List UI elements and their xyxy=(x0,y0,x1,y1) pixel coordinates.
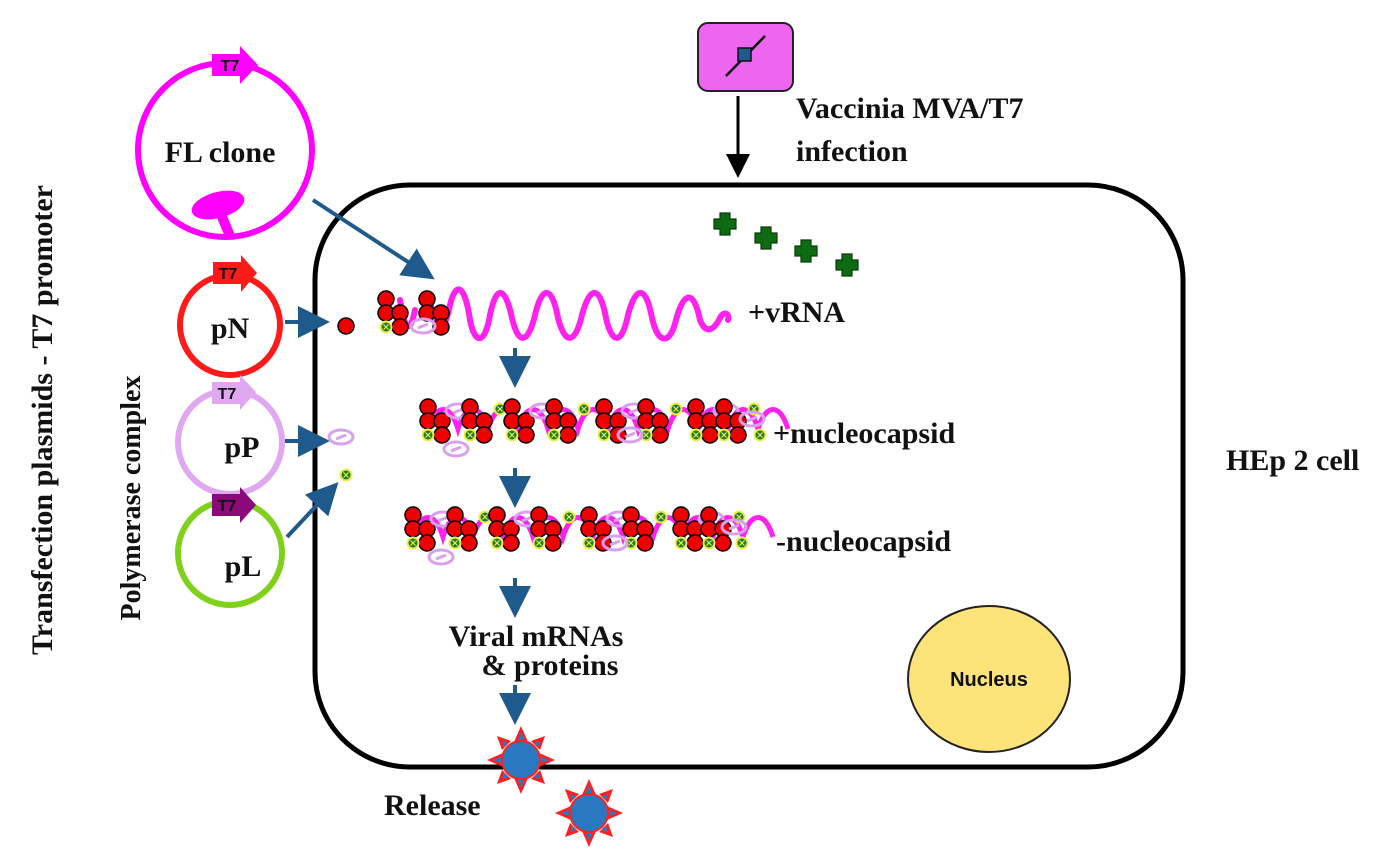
n-protein-icon xyxy=(559,426,577,444)
polymerase-complex-label: Polymerase complex xyxy=(116,376,147,621)
l-protein-icon xyxy=(338,467,354,483)
n-protein-icon xyxy=(729,426,747,444)
t7-promoter-icon: T7 xyxy=(212,487,256,523)
nucleus xyxy=(907,605,1071,753)
l-protein-icon xyxy=(688,427,704,443)
n-protein-icon xyxy=(651,426,669,444)
t7-polymerase-icon xyxy=(754,226,778,250)
negative-nucleocapsid-label: -nucleocapsid xyxy=(776,525,951,558)
virion-icon xyxy=(554,778,624,848)
t7-polymerase-icon xyxy=(713,212,737,236)
vaccinia-label-line2: infection xyxy=(796,135,908,168)
svg-text:T7: T7 xyxy=(221,58,240,75)
l-protein-icon xyxy=(596,427,612,443)
l-protein-icon xyxy=(447,535,463,551)
n-protein-icon xyxy=(636,534,654,552)
l-protein-icon xyxy=(752,427,768,443)
positive-nucleocapsid xyxy=(419,398,791,458)
svg-text:T7: T7 xyxy=(218,386,237,403)
t7-polymerase-icon xyxy=(835,253,859,277)
l-protein-icon xyxy=(561,509,577,525)
n-protein-icon xyxy=(544,534,562,552)
fl-clone-label: FL clone xyxy=(165,136,276,169)
t7-promoter-icon: T7 xyxy=(212,46,258,84)
hep2-cell-membrane xyxy=(312,182,1186,770)
t7-promoter-icon: T7 xyxy=(213,255,257,292)
vrna-label: +vRNA xyxy=(748,296,845,329)
mrna-label-line2: & proteins xyxy=(482,649,619,682)
fl-clone-plasmid: T7 FL clone xyxy=(135,46,315,240)
fl-clone-arrow xyxy=(311,198,435,280)
pl-label: pL xyxy=(225,550,262,583)
l-protein-icon xyxy=(576,401,592,417)
l-protein-icon xyxy=(546,427,562,443)
n-protein-icon xyxy=(502,534,520,552)
pp-plasmid: T7 pP xyxy=(175,375,285,497)
p-protein-icon xyxy=(427,548,455,566)
positive-nucleocapsid-label: +nucleocapsid xyxy=(773,417,955,450)
p-protein-icon xyxy=(327,428,355,446)
n-protein-icon xyxy=(337,317,355,335)
l-protein-icon xyxy=(462,427,478,443)
l-protein-icon xyxy=(673,535,689,551)
virion-icon xyxy=(486,725,556,795)
pp-label: pP xyxy=(224,431,259,464)
n-protein-icon xyxy=(460,534,478,552)
n-protein-icon xyxy=(475,426,493,444)
l-protein-icon xyxy=(581,535,597,551)
mrna-label-line1: Viral mRNAs xyxy=(449,620,624,653)
l-protein-icon xyxy=(489,535,505,551)
l-protein-icon xyxy=(734,535,750,551)
l-protein-icon xyxy=(716,427,732,443)
vaccinia-virus-icon xyxy=(697,22,794,92)
negative-nucleocapsid xyxy=(404,506,776,566)
n-protein-icon xyxy=(686,534,704,552)
t7-polymerase-icon xyxy=(794,239,818,263)
l-protein-icon xyxy=(405,535,421,551)
pl-arrow xyxy=(285,482,339,539)
l-protein-icon xyxy=(701,535,717,551)
vaccinia-label-line1: Vaccinia MVA/T7 xyxy=(796,92,1024,125)
n-protein-icon xyxy=(701,426,719,444)
p-protein-icon xyxy=(442,440,470,458)
nucleus-label: Nucleus xyxy=(950,669,1028,691)
t7-promoter-icon: T7 xyxy=(212,375,256,410)
n-protein-icon xyxy=(418,534,436,552)
n-protein-icon xyxy=(714,534,732,552)
svg-text:T7: T7 xyxy=(218,498,237,515)
pl-plasmid: T7 pL xyxy=(175,487,285,608)
side-title: Transfection plasmids - T7 promoter xyxy=(26,185,59,655)
l-protein-icon xyxy=(504,427,520,443)
release-label: Release xyxy=(384,789,481,822)
svg-text:T7: T7 xyxy=(219,266,238,283)
l-protein-icon xyxy=(653,509,669,525)
cell-label: HEp 2 cell xyxy=(1226,444,1359,477)
l-protein-icon xyxy=(531,535,547,551)
pn-plasmid: T7 pN xyxy=(177,255,283,378)
t7-polymerase-group xyxy=(713,212,859,277)
l-protein-icon xyxy=(668,401,684,417)
n-protein-icon xyxy=(433,426,451,444)
terminator-icon xyxy=(191,190,245,238)
pn-label: pN xyxy=(211,312,250,345)
n-protein-icon xyxy=(517,426,535,444)
l-protein-icon xyxy=(420,427,436,443)
